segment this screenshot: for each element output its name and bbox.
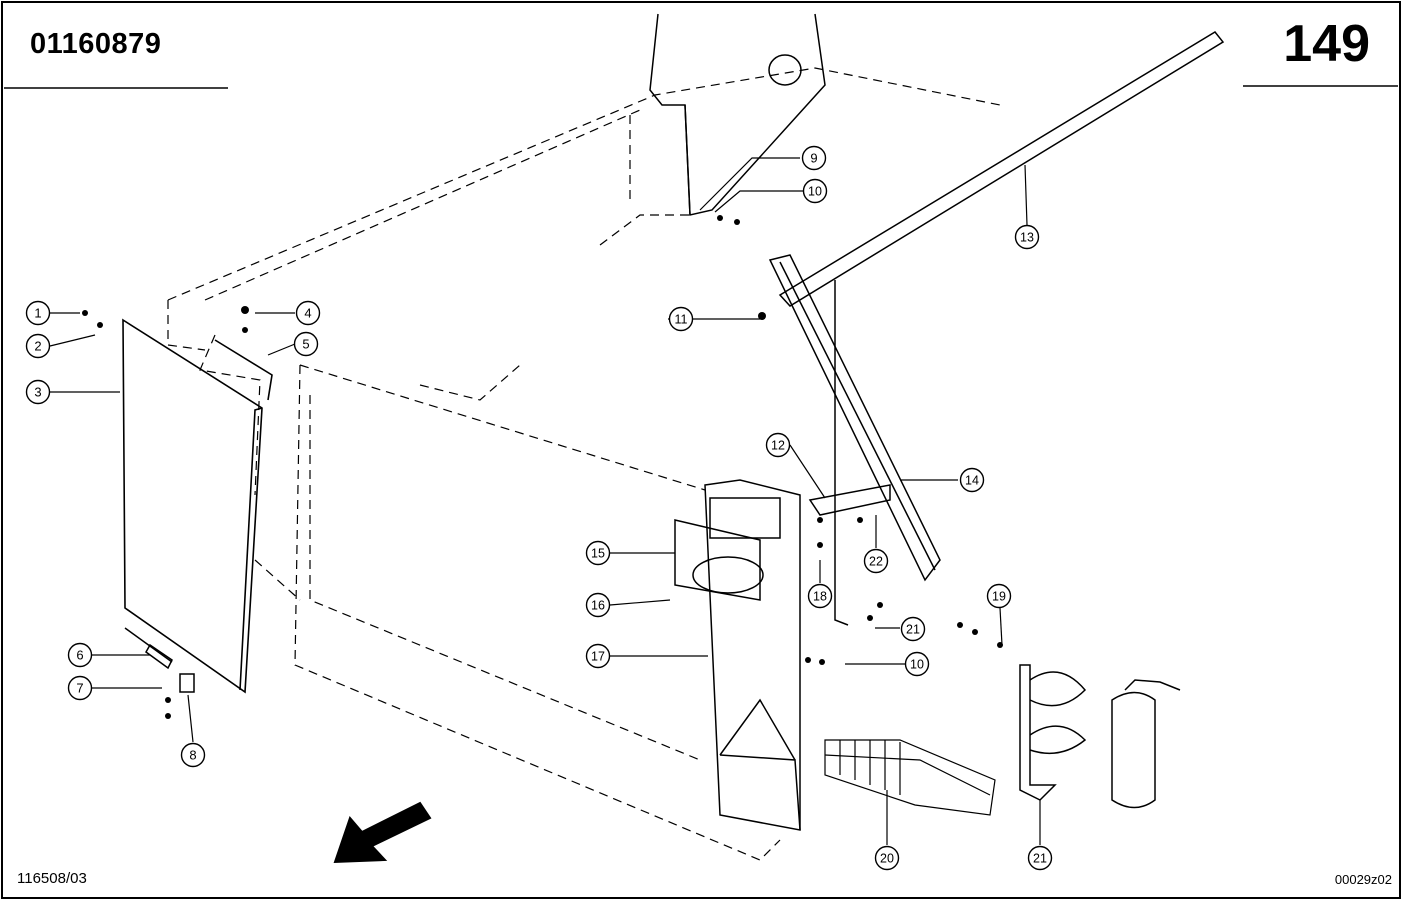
callout-number: 1 <box>34 306 41 321</box>
callout-circle <box>904 651 930 677</box>
callout-6: 6 <box>67 642 93 668</box>
part-3-door-panel <box>122 318 273 694</box>
callout-circle <box>25 333 51 359</box>
callout-17: 17 <box>585 643 611 669</box>
callout-circle <box>765 432 791 458</box>
footer-right-code: 00029z02 <box>1334 872 1392 887</box>
callout-circle <box>874 845 900 871</box>
callout-circle <box>293 331 319 357</box>
callout-circle <box>801 145 827 171</box>
callout-1: 1 <box>25 300 51 326</box>
callout-circle <box>295 300 321 326</box>
part-12-bracket <box>808 484 891 516</box>
callout-circle <box>585 592 611 618</box>
callout-14: 14 <box>959 467 985 493</box>
callout-number: 22 <box>869 555 883 569</box>
fire-extinguisher <box>1111 679 1181 809</box>
callout-circle <box>986 583 1012 609</box>
callout-number: 7 <box>76 681 83 696</box>
callout-circle <box>585 643 611 669</box>
callout-18: 18 <box>807 583 833 609</box>
callout-circle <box>1027 845 1053 871</box>
callout-5: 5 <box>293 331 319 357</box>
callout-11: 11 <box>668 306 694 332</box>
callout-number: 15 <box>591 547 605 561</box>
callout-number: 10 <box>808 185 822 199</box>
callout-number: 2 <box>34 339 41 354</box>
callout-number: 17 <box>591 650 605 664</box>
callout-8: 8 <box>180 742 206 768</box>
callout-4: 4 <box>295 300 321 326</box>
callout-circle <box>25 300 51 326</box>
callout-7: 7 <box>67 675 93 701</box>
callout-number: 20 <box>880 852 894 866</box>
callout-10: 10 <box>904 651 930 677</box>
callout-3: 3 <box>25 379 51 405</box>
fasteners <box>82 215 1003 719</box>
part-6-strut <box>124 627 173 670</box>
callout-circle <box>863 548 889 574</box>
part-15-duct <box>704 479 801 831</box>
callout-number: 19 <box>992 590 1006 604</box>
part-17-channel <box>768 254 941 626</box>
callout-circle <box>959 467 985 493</box>
part-13-frame <box>674 519 764 601</box>
callout-number: 4 <box>304 306 311 321</box>
callout-21: 21 <box>900 616 926 642</box>
leader-lines <box>49 157 1041 845</box>
callout-13: 13 <box>1014 224 1040 250</box>
callout-circle <box>807 583 833 609</box>
callout-circle <box>67 642 93 668</box>
callout-number: 16 <box>591 599 605 613</box>
callout-number: 12 <box>771 439 785 453</box>
callout-number: 14 <box>965 474 979 488</box>
callout-circle <box>585 540 611 566</box>
direction-arrow <box>333 801 432 864</box>
callout-number: 3 <box>34 385 41 400</box>
callout-12: 12 <box>765 432 791 458</box>
callout-circle <box>668 306 694 332</box>
callout-21: 21 <box>1027 845 1053 871</box>
callout-9: 9 <box>801 145 827 171</box>
part-16-rod <box>778 31 1225 307</box>
callout-2: 2 <box>25 333 51 359</box>
callout-22: 22 <box>863 548 889 574</box>
callout-16: 16 <box>585 592 611 618</box>
callout-number: 11 <box>675 313 688 327</box>
callout-15: 15 <box>585 540 611 566</box>
callout-number: 21 <box>906 623 920 637</box>
machine-outline-dashed <box>167 67 1001 861</box>
callout-number: 6 <box>76 648 83 663</box>
callout-number: 10 <box>910 658 924 672</box>
callout-10: 10 <box>802 178 828 204</box>
callout-circle <box>180 742 206 768</box>
callout-number: 21 <box>1033 852 1047 866</box>
callout-number: 18 <box>813 590 827 604</box>
callout-20: 20 <box>874 845 900 871</box>
document-number: 01160879 <box>30 28 162 60</box>
callout-circle <box>900 616 926 642</box>
callout-circle <box>25 379 51 405</box>
callout-circle <box>802 178 828 204</box>
callout-circle <box>67 675 93 701</box>
part-9-panel <box>649 13 826 216</box>
callout-circle <box>1014 224 1040 250</box>
callout-number: 8 <box>189 748 196 763</box>
part-19-mesh <box>824 739 996 816</box>
callout-19: 19 <box>986 583 1012 609</box>
callout-number: 9 <box>810 151 817 166</box>
part-8-bracket <box>179 673 195 693</box>
page-number: 149 <box>1283 15 1370 73</box>
footer-left-code: 116508/03 <box>17 870 87 887</box>
callout-number: 13 <box>1020 231 1034 245</box>
callout-number: 5 <box>302 337 309 352</box>
part-18-bracket <box>1019 664 1087 801</box>
